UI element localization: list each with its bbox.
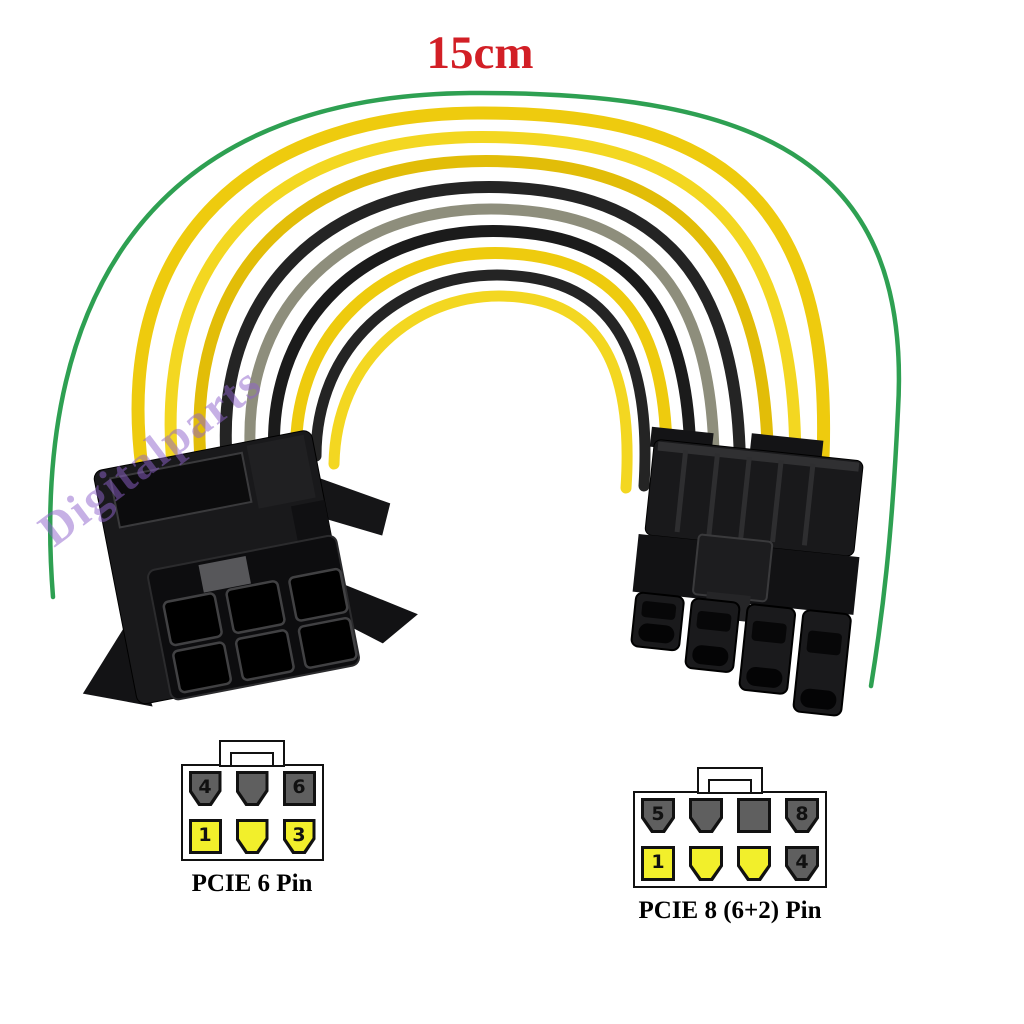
pin-4: 4 — [785, 846, 819, 881]
pin-number: 4 — [198, 776, 212, 798]
pin-number — [737, 798, 771, 833]
pin-number: 4 — [795, 851, 809, 873]
pin-blank — [235, 819, 269, 854]
pin-number — [236, 819, 269, 854]
wire-strand — [290, 246, 673, 490]
pin-1: 1 — [641, 846, 675, 881]
pcie6-pinbox: 4 6 1 3 — [180, 764, 324, 861]
pin-row: 1 4 — [641, 846, 819, 881]
latch-inner — [708, 778, 752, 794]
pin-number: 3 — [292, 824, 306, 846]
pcie6-diagram: 4 6 1 3 PCIE 6 Pin — [172, 739, 332, 898]
pin-number — [737, 846, 771, 881]
pcie6-label: PCIE 6 Pin — [191, 870, 313, 897]
wire-bundle — [131, 106, 830, 494]
pin-number — [689, 798, 723, 833]
six-pin-connector-photo — [82, 430, 418, 707]
pin-row: 5 8 — [641, 798, 819, 833]
measurement-arc — [48, 90, 902, 689]
connector-latch-drawing — [625, 766, 835, 794]
pin-4: 4 — [188, 771, 222, 806]
pin-8: 8 — [785, 798, 819, 833]
wire-strand — [328, 290, 633, 494]
pin-blank — [737, 798, 771, 833]
connector-top-highlight — [657, 441, 860, 472]
pin-number — [689, 846, 723, 881]
connector-step — [290, 499, 332, 542]
connector-top-recess — [109, 451, 253, 529]
wire-strand — [310, 269, 651, 492]
pin-6: 6 — [282, 771, 316, 806]
pcie8-pinbox: 5 8 1 4 — [633, 791, 827, 888]
pin-blank — [689, 798, 723, 833]
connector-latch-fin — [320, 478, 391, 536]
connector-latch-fin — [336, 581, 418, 644]
eight-pin-connector-photo — [630, 426, 864, 717]
wire-strand — [164, 130, 802, 486]
pin-number — [236, 771, 269, 806]
connector-clip — [692, 533, 774, 603]
pin-number: 6 — [292, 776, 306, 798]
pin-number: 5 — [651, 803, 665, 825]
keying-tab — [198, 555, 251, 593]
pin-1: 1 — [188, 819, 222, 854]
connector-step — [246, 434, 316, 509]
wire-strand — [267, 224, 697, 488]
pin-number: 8 — [795, 803, 809, 825]
socket-holes — [162, 567, 358, 694]
connector-latch-drawing — [172, 739, 332, 767]
pin-number: 1 — [651, 851, 665, 873]
pin-row: 4 6 — [188, 771, 316, 806]
pin-5: 5 — [641, 798, 675, 833]
pin-blank — [689, 846, 723, 881]
wire-strand — [193, 154, 775, 484]
pcie8-label: PCIE 8 (6+2) Pin — [638, 897, 822, 924]
wire-strand — [244, 203, 720, 486]
latch-inner — [230, 751, 274, 767]
pin-blank — [235, 771, 269, 806]
length-label: 15cm — [426, 27, 534, 79]
pin-3: 3 — [282, 819, 316, 854]
pin-row: 1 3 — [188, 819, 316, 854]
connector-ridges — [674, 450, 816, 546]
prong-holes — [638, 601, 842, 710]
pcie8-diagram: 5 8 1 4 PCIE 8 (6+2) Pin — [625, 766, 835, 925]
pin-number: 1 — [198, 824, 212, 846]
wire-strand — [219, 180, 747, 486]
pin-blank — [737, 846, 771, 881]
wire-strand — [131, 106, 830, 485]
